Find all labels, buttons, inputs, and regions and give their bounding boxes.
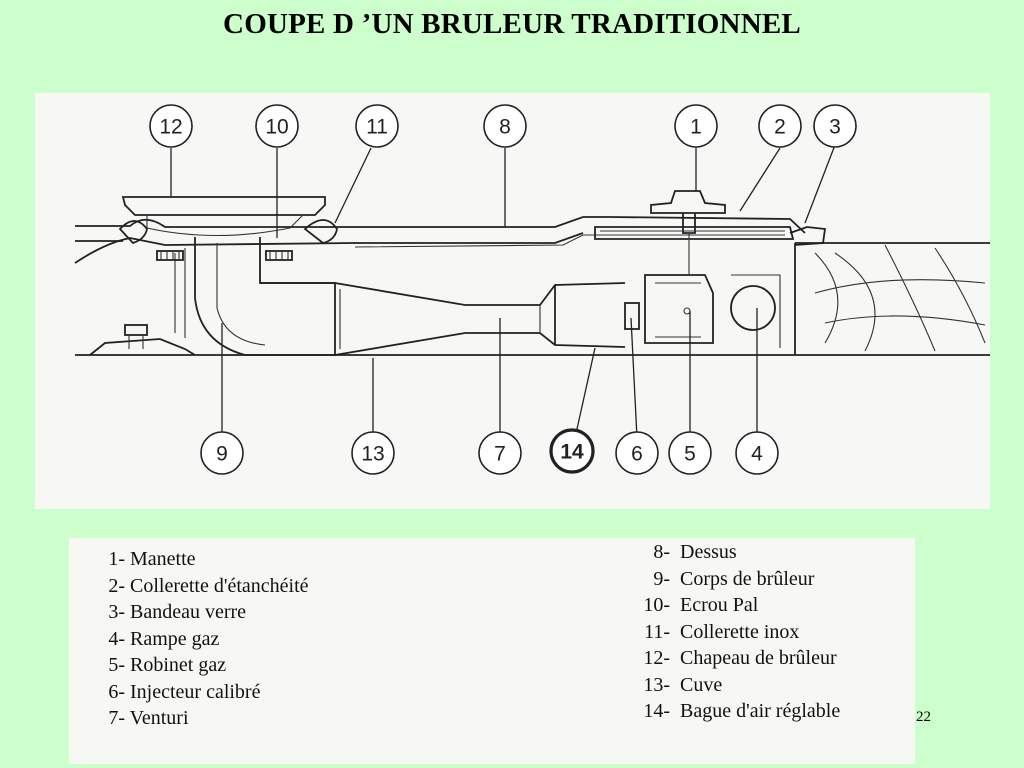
legend-item: 9- Corps de brûleur bbox=[624, 566, 840, 593]
legend-number: 6- bbox=[108, 680, 125, 703]
callout-8: 8 bbox=[483, 104, 527, 148]
legend-number: 10- bbox=[643, 594, 670, 616]
burner-drawing: 12 10 11 8 1 2 3 9 13 7 14 6 5 4 bbox=[74, 104, 990, 475]
svg-text:5: 5 bbox=[684, 443, 696, 466]
callout-3: 3 bbox=[813, 104, 857, 148]
svg-text:8: 8 bbox=[499, 116, 511, 139]
legend-item: 11- Collerette inox bbox=[624, 619, 840, 646]
callout-10: 10 bbox=[255, 104, 299, 148]
legend-label: Chapeau de brûleur bbox=[680, 647, 837, 669]
svg-text:9: 9 bbox=[216, 443, 228, 466]
callout-4: 4 bbox=[735, 431, 779, 475]
legend-number: 12- bbox=[643, 647, 670, 669]
nut-left bbox=[156, 250, 184, 261]
legend-item: 1- Manette bbox=[97, 546, 309, 573]
nut-right bbox=[265, 250, 293, 261]
legend-item: 6- Injecteur calibré bbox=[97, 679, 309, 706]
legend-label: Manette bbox=[130, 548, 196, 570]
legend-label: Ecrou Pal bbox=[680, 594, 759, 616]
legend-number: 11- bbox=[644, 620, 670, 643]
legend-item: 7- Venturi bbox=[97, 705, 309, 732]
legend-item: 13- Cuve bbox=[624, 672, 840, 699]
callout-7: 7 bbox=[478, 431, 522, 475]
legend-item: 4- Rampe gaz bbox=[97, 626, 309, 653]
svg-text:11: 11 bbox=[366, 116, 388, 139]
svg-text:12: 12 bbox=[159, 116, 182, 139]
svg-text:7: 7 bbox=[494, 443, 506, 466]
collar-right bbox=[303, 219, 338, 244]
legend-label: Robinet gaz bbox=[130, 654, 227, 676]
knob bbox=[650, 190, 726, 214]
legend-label: Dessus bbox=[680, 541, 737, 563]
callout-5: 5 bbox=[668, 431, 712, 475]
legend-label: Rampe gaz bbox=[130, 627, 220, 650]
legend-number: 14- bbox=[643, 700, 670, 722]
legend-label: Injecteur calibré bbox=[130, 680, 261, 703]
svg-text:14: 14 bbox=[560, 441, 584, 464]
svg-text:6: 6 bbox=[631, 443, 643, 466]
burner-cross-section-diagram: 12 10 11 8 1 2 3 9 13 7 14 6 5 4 bbox=[35, 93, 990, 509]
legend-label: Bandeau verre bbox=[130, 601, 247, 623]
legend-number: 8- bbox=[653, 541, 670, 563]
legend-number: 9- bbox=[653, 567, 670, 590]
collar-left bbox=[118, 220, 148, 245]
legend-item: 5- Robinet gaz bbox=[97, 652, 309, 679]
top-plate bbox=[75, 216, 806, 234]
legend-column-right: 8- Dessus 9- Corps de brûleur 10- Ecrou Pal… bbox=[624, 539, 840, 725]
legend-item: 10- Ecrou Pal bbox=[624, 592, 840, 619]
legend-label: Bague d'air réglable bbox=[680, 700, 841, 722]
legend-number: 3- bbox=[108, 601, 125, 623]
gas-valve bbox=[644, 274, 714, 344]
burner-cap bbox=[121, 196, 326, 216]
legend-number: 2- bbox=[108, 574, 125, 597]
callout-9: 9 bbox=[200, 431, 244, 475]
callout-12: 12 bbox=[149, 104, 193, 148]
legend-item: 8- Dessus bbox=[624, 539, 840, 566]
legend-number: 4- bbox=[108, 627, 125, 650]
legend-panel: 1- Manette 2- Collerette d'étanchéité 3-… bbox=[69, 538, 915, 764]
svg-text:10: 10 bbox=[265, 116, 288, 139]
svg-text:4: 4 bbox=[751, 443, 763, 466]
legend-number: 7- bbox=[108, 707, 125, 729]
callout-14: 14 bbox=[549, 428, 595, 474]
slide-title: COUPE D ’UN BRULEUR TRADITIONNEL bbox=[223, 8, 801, 40]
legend-label: Cuve bbox=[680, 673, 723, 696]
venturi bbox=[260, 282, 626, 306]
callout-13: 13 bbox=[351, 431, 395, 475]
glass-band bbox=[594, 226, 795, 240]
legend-column-left: 1- Manette 2- Collerette d'étanchéité 3-… bbox=[97, 546, 309, 732]
callout-11: 11 bbox=[355, 104, 399, 148]
svg-text:2: 2 bbox=[774, 116, 786, 139]
callout-2: 2 bbox=[758, 104, 802, 148]
legend-label: Venturi bbox=[129, 707, 189, 729]
legend-number: 5- bbox=[108, 654, 125, 676]
callout-1: 1 bbox=[674, 104, 718, 148]
legend-item: 14- Bague d'air réglable bbox=[624, 698, 840, 725]
legend-item: 12- Chapeau de brûleur bbox=[624, 645, 840, 672]
legend-item: 3- Bandeau verre bbox=[97, 599, 309, 626]
legend-number: 1- bbox=[108, 548, 125, 570]
page-number: 22 bbox=[916, 709, 931, 725]
svg-text:3: 3 bbox=[829, 116, 841, 139]
callout-6: 6 bbox=[615, 431, 659, 475]
legend-label: Collerette d'étanchéité bbox=[130, 574, 309, 597]
worktop bbox=[794, 242, 990, 356]
base-foot bbox=[89, 338, 196, 356]
gas-ramp bbox=[730, 285, 776, 331]
svg-text:1: 1 bbox=[690, 116, 702, 139]
legend-number: 13- bbox=[643, 673, 670, 696]
burner-body bbox=[194, 237, 336, 356]
svg-text:13: 13 bbox=[361, 443, 384, 466]
legend-label: Corps de brûleur bbox=[680, 567, 815, 590]
legend-item: 2- Collerette d'étanchéité bbox=[97, 573, 309, 600]
legend-label: Collerette inox bbox=[680, 620, 800, 643]
